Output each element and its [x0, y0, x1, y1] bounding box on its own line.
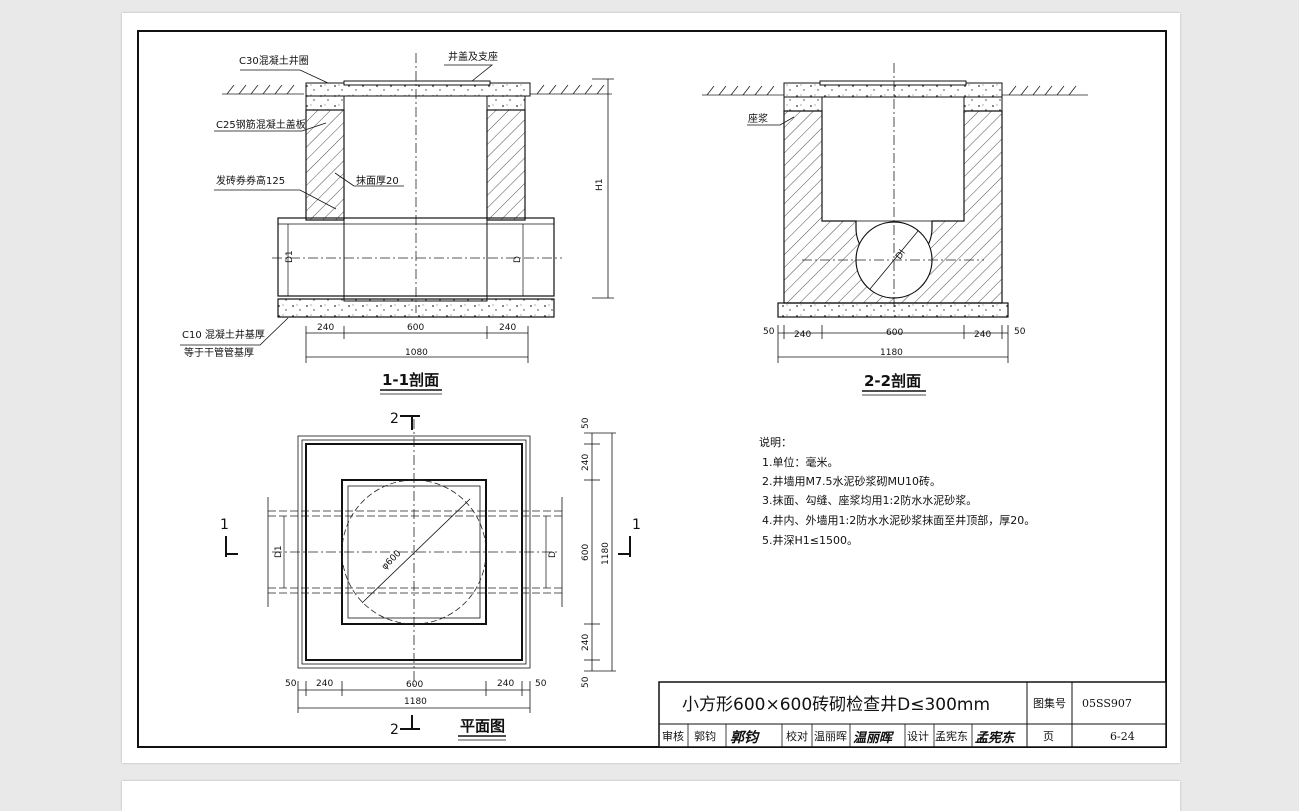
dl-label: Dl: [894, 248, 908, 261]
note-3: 3.抹面、勾缝、座浆均用1:2防水水泥砂浆。: [762, 493, 977, 507]
page-value: 6-24: [1110, 730, 1135, 743]
dim-1-240a: 240: [317, 323, 334, 333]
marker-top: 2: [390, 411, 399, 427]
drawing-frame: [137, 30, 1167, 748]
plan-rdim-240a: 240: [581, 454, 591, 471]
notes-heading: 说明：: [759, 435, 792, 449]
label-ring: C30混凝土井圈: [239, 54, 309, 67]
label-base-1: C10 混凝土井基厚: [182, 328, 265, 341]
drawing-page: H1 D1 D C30混凝土井圈 井盖及支座 C25钢筋混凝土盖板 发砖券券高1…: [122, 13, 1180, 763]
check-label: 校对: [786, 729, 808, 743]
dim-1-240b: 240: [499, 323, 516, 333]
checker-name: 温丽晖: [814, 730, 847, 743]
label-slab: C25钢筋混凝土盖板: [216, 118, 306, 131]
designer-name: 孟宪东: [935, 729, 968, 743]
plan-dim-50a: 50: [285, 679, 297, 689]
plan-dim-1180: 1180: [404, 697, 427, 707]
designer-signature: 孟宪东: [975, 730, 1016, 746]
d-label: D: [513, 256, 523, 263]
plan-dim-50b: 50: [535, 679, 547, 689]
design-label: 设计: [907, 730, 929, 743]
dim-2-240a: 240: [794, 330, 811, 340]
reviewer-signature: 郭钧: [730, 729, 760, 746]
checker-signature: 温丽晖: [853, 730, 895, 746]
label-arch: 发砖券券高125: [216, 174, 285, 187]
note-5: 5.井深H1≤1500。: [762, 533, 858, 547]
label-base-2: 等于干管管基厚: [184, 346, 254, 359]
next-page: [122, 781, 1180, 811]
plan-d-label: D: [548, 551, 558, 558]
h1-label: H1: [595, 179, 605, 192]
drawing-svg: H1 D1 D C30混凝土井圈 井盖及支座 C25钢筋混凝土盖板 发砖券券高1…: [137, 30, 1167, 748]
atlas-value: 05SS907: [1082, 697, 1132, 710]
marker-right: 1: [632, 517, 641, 533]
atlas-label: 图集号: [1033, 696, 1066, 710]
dim-2-50b: 50: [1014, 327, 1026, 337]
title-section-1: 1-1剖面: [382, 371, 439, 389]
plan-dim-240a: 240: [316, 679, 333, 689]
plan-rdim-240b: 240: [581, 634, 591, 651]
note-1: 1.单位：毫米。: [762, 455, 839, 469]
marker-left: 1: [220, 517, 229, 533]
plan-rdim-1180: 1180: [601, 542, 611, 565]
reviewer-name: 郭钧: [694, 729, 716, 743]
dim-2-240b: 240: [974, 330, 991, 340]
section-2-2: Dl 座浆 50 240 600 240 50 1180 2-2剖面: [702, 63, 1088, 396]
title-block: 小方形600×600砖砌检查井D≤300mm 图集号 05SS907 审核 郭钧…: [658, 681, 1167, 748]
dim-1-600: 600: [407, 323, 424, 333]
label-cover: 井盖及支座: [448, 50, 498, 63]
dim-2-50a: 50: [763, 327, 775, 337]
label-plaster: 抹面厚20: [356, 174, 399, 187]
drawing-title: 小方形600×600砖砌检查井D≤300mm: [682, 695, 990, 715]
plan-dim-240b: 240: [497, 679, 514, 689]
note-4: 4.井内、外墙用1:2防水水泥砂浆抹面至井顶部，厚20。: [762, 513, 1035, 527]
notes: 说明： 1.单位：毫米。 2.井墙用M7.5水泥砂浆砌MU10砖。 3.抹面、勾…: [759, 435, 1035, 547]
page-label: 页: [1043, 730, 1054, 743]
title-section-2: 2-2剖面: [864, 372, 921, 390]
dim-2-600: 600: [886, 328, 903, 338]
review-label: 审核: [662, 729, 684, 743]
marker-bottom: 2: [390, 722, 399, 738]
plan-view: φ600 D1 D 2 2 1 1 50 240 600 240 50: [220, 411, 641, 741]
label-mortar: 座浆: [748, 112, 768, 125]
section-1-1: H1 D1 D C30混凝土井圈 井盖及支座 C25钢筋混凝土盖板 发砖券券高1…: [180, 50, 614, 395]
plan-rdim-50b: 50: [581, 676, 591, 688]
plan-dim-600: 600: [406, 680, 423, 690]
note-2: 2.井墙用M7.5水泥砂浆砌MU10砖。: [762, 474, 941, 488]
dim-1-1080: 1080: [405, 348, 428, 358]
title-plan: 平面图: [460, 717, 505, 735]
dim-2-1180: 1180: [880, 348, 903, 358]
plan-rdim-50a: 50: [581, 417, 591, 429]
d1-label: D1: [285, 250, 295, 263]
plan-d1-label: D1: [274, 545, 284, 558]
plan-rdim-600: 600: [581, 544, 591, 561]
